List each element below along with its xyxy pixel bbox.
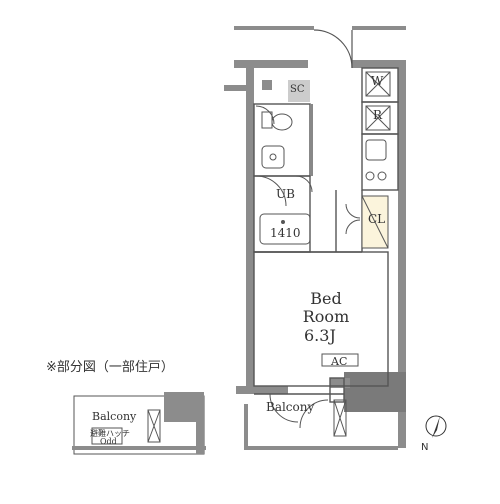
fridge-space	[365, 105, 391, 131]
compass	[425, 415, 447, 438]
bathtub	[255, 175, 311, 245]
closet-label: CL	[368, 212, 386, 226]
washer-space	[365, 71, 391, 97]
interior-lines	[253, 67, 399, 403]
closet-diagonal	[361, 195, 389, 249]
shoe-closet-label: SC	[290, 84, 305, 95]
balcony-label: Balcony	[266, 400, 315, 414]
washbasin	[261, 145, 285, 169]
bath-door	[295, 175, 313, 193]
washer-label: W	[371, 74, 384, 88]
partial-balcony-label: Balcony	[92, 410, 137, 423]
partial-note-line1: 避難ハッチ	[90, 429, 130, 438]
closet-doors	[345, 203, 361, 235]
partial-plan-title: ※部分図（一部住戸）	[46, 360, 174, 375]
room-name: Bed Room	[302, 289, 350, 326]
bathtub-size-label: 1410	[270, 226, 301, 240]
ac-label: AC	[331, 355, 348, 368]
partial-note-line2: Odd	[100, 437, 117, 446]
room-area: 6.3J	[304, 326, 336, 345]
walls	[224, 26, 406, 450]
balcony-door	[269, 393, 329, 429]
fridge-label: R	[373, 108, 383, 122]
entry-door	[313, 29, 353, 69]
compass-north-label: N	[421, 442, 429, 453]
toilet	[255, 105, 293, 131]
unit-bath-label: UB	[276, 187, 295, 201]
ac-box	[321, 353, 359, 367]
kitchen	[365, 139, 387, 181]
balcony-unit	[333, 399, 347, 437]
partial-plan	[72, 392, 206, 455]
